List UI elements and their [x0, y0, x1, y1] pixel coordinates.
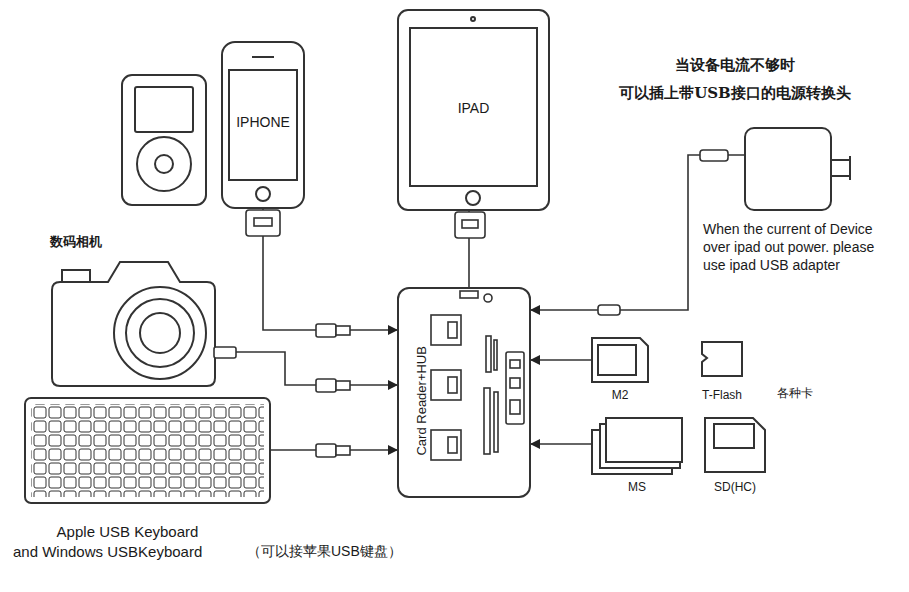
device-node: Apple USB Keyboardand Windows USBKeyboar… — [25, 398, 270, 503]
node-label: 数码相机 — [50, 234, 140, 250]
device-node: MS — [592, 418, 682, 474]
node-label: T-Flash — [682, 388, 762, 402]
note-text: 各种卡 — [765, 386, 825, 400]
device-node: 数码相机 — [50, 258, 218, 386]
node-label: M2 — [582, 388, 658, 402]
device-node: SD(HC) — [705, 418, 765, 472]
device-node: T-Flash — [702, 342, 742, 376]
node-label: （可以接苹果USB键盘） — [247, 543, 447, 560]
node-label: Apple USB Keyboard — [20, 523, 235, 541]
node-label: IPAD — [398, 100, 549, 117]
cable-connector — [531, 359, 592, 361]
node-label: and Windows USBKeyboard — [13, 543, 245, 561]
cable-connector — [218, 352, 397, 385]
device-node: M2 — [592, 338, 648, 382]
cable-connector — [263, 208, 397, 330]
cable-connector — [531, 443, 592, 445]
node-label: MS — [592, 480, 682, 494]
node-label: SD(HC) — [685, 480, 785, 494]
node-label: When the current of Device over ipad out… — [703, 220, 883, 275]
device-node: IPAD — [398, 10, 549, 210]
note-text: 当设备电流不够时 — [560, 56, 909, 74]
note-text: 可以插上带USB接口的电源转换头 — [560, 84, 909, 102]
node-label: IPHONE — [222, 114, 304, 131]
device-node: When the current of Device over ipad out… — [745, 128, 831, 210]
device-node: IPHONE — [222, 42, 304, 208]
node-label: Card Reader+HUB — [413, 346, 429, 455]
device-node: Card Reader+HUB — [397, 287, 531, 498]
